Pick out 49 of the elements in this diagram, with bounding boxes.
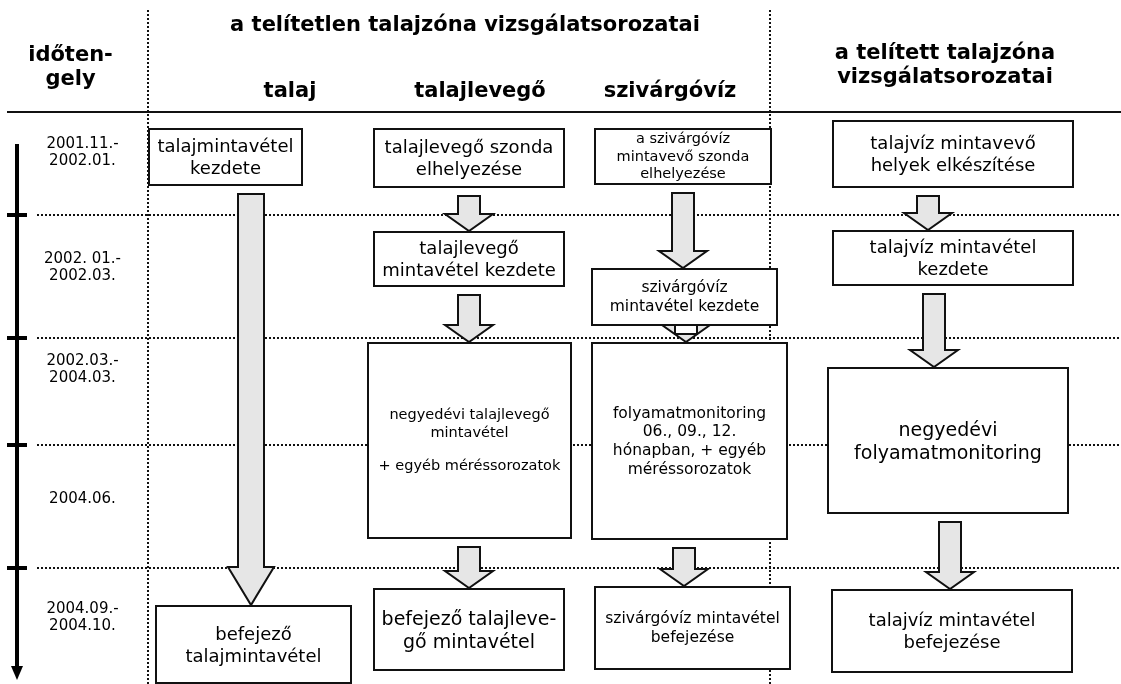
- process-box: [827, 367, 1069, 514]
- node-text: talajvíz mintavétel kezdete: [868, 236, 1038, 280]
- block-arrow: [900, 195, 956, 232]
- date-label: 2002.03.- 2004.03.: [45, 352, 120, 387]
- node-text: szivárgóvíz mintavétel kezdete: [608, 278, 761, 316]
- node-text: befejező talajleve- gő mintavétel: [380, 606, 558, 653]
- process-box: [591, 268, 778, 326]
- block-arrow: [922, 521, 978, 591]
- node-text: talajvíz mintavétel befejezése: [867, 609, 1037, 653]
- column-heading: talajlevegő: [413, 78, 547, 103]
- process-box: [832, 230, 1074, 286]
- column-heading: időten- gely: [27, 42, 114, 91]
- node-text: talajmintavétel kezdete: [156, 135, 295, 179]
- process-box: [373, 128, 565, 188]
- node-text: + egyéb méréssorozatok: [377, 457, 562, 475]
- block-arrow: [906, 293, 962, 369]
- date-label: 2001.11.- 2002.01.: [45, 135, 120, 170]
- process-box: [594, 128, 772, 185]
- column-heading: a telített talajzóna vizsgálatsorozatai: [833, 40, 1057, 89]
- block-arrow: [655, 192, 711, 270]
- date-label: 2002. 01.- 2002.03.: [43, 250, 122, 285]
- block-arrow: [441, 294, 497, 344]
- column-heading: talaj: [262, 78, 318, 103]
- node-text: talajvíz mintavevő helyek elkészítése: [869, 132, 1037, 176]
- process-box: [594, 586, 791, 670]
- block-arrow: [656, 547, 712, 588]
- node-text: folyamatmonitoring 06., 09., 12. hónapban, + egyéb méréssorozatok: [611, 403, 768, 479]
- date-label: 2004.06.: [48, 490, 117, 508]
- process-box: [155, 605, 352, 684]
- date-label: 2004.09.- 2004.10.: [45, 600, 120, 635]
- node-text: talajlevegő szonda elhelyezése: [383, 136, 555, 180]
- node-text: befejező talajmintavétel: [184, 622, 323, 667]
- block-arrow: [226, 193, 276, 607]
- node-text: a szivárgóvíz mintavevő szonda elhelyezése: [615, 130, 751, 183]
- block-arrow: [441, 195, 497, 233]
- process-box: [148, 128, 303, 186]
- process-box: [832, 120, 1074, 188]
- process-box: [373, 231, 565, 287]
- column-heading: a telítetlen talajzóna vizsgálatsorozatai: [230, 12, 700, 37]
- process-box: [591, 342, 788, 540]
- block-arrow: [441, 546, 497, 590]
- node-text: szivárgóvíz mintavétel befejezése: [604, 609, 781, 647]
- node-text: talajlevegő mintavétel kezdete: [381, 237, 557, 281]
- node-text: negyedévi talajlevegő mintavétel: [388, 406, 551, 442]
- node-text: negyedévi folyamatmonitoring: [853, 417, 1043, 464]
- column-heading: szivárgóvíz: [602, 78, 738, 103]
- process-box: [367, 342, 572, 539]
- process-box: [831, 589, 1073, 673]
- process-box: [373, 588, 565, 671]
